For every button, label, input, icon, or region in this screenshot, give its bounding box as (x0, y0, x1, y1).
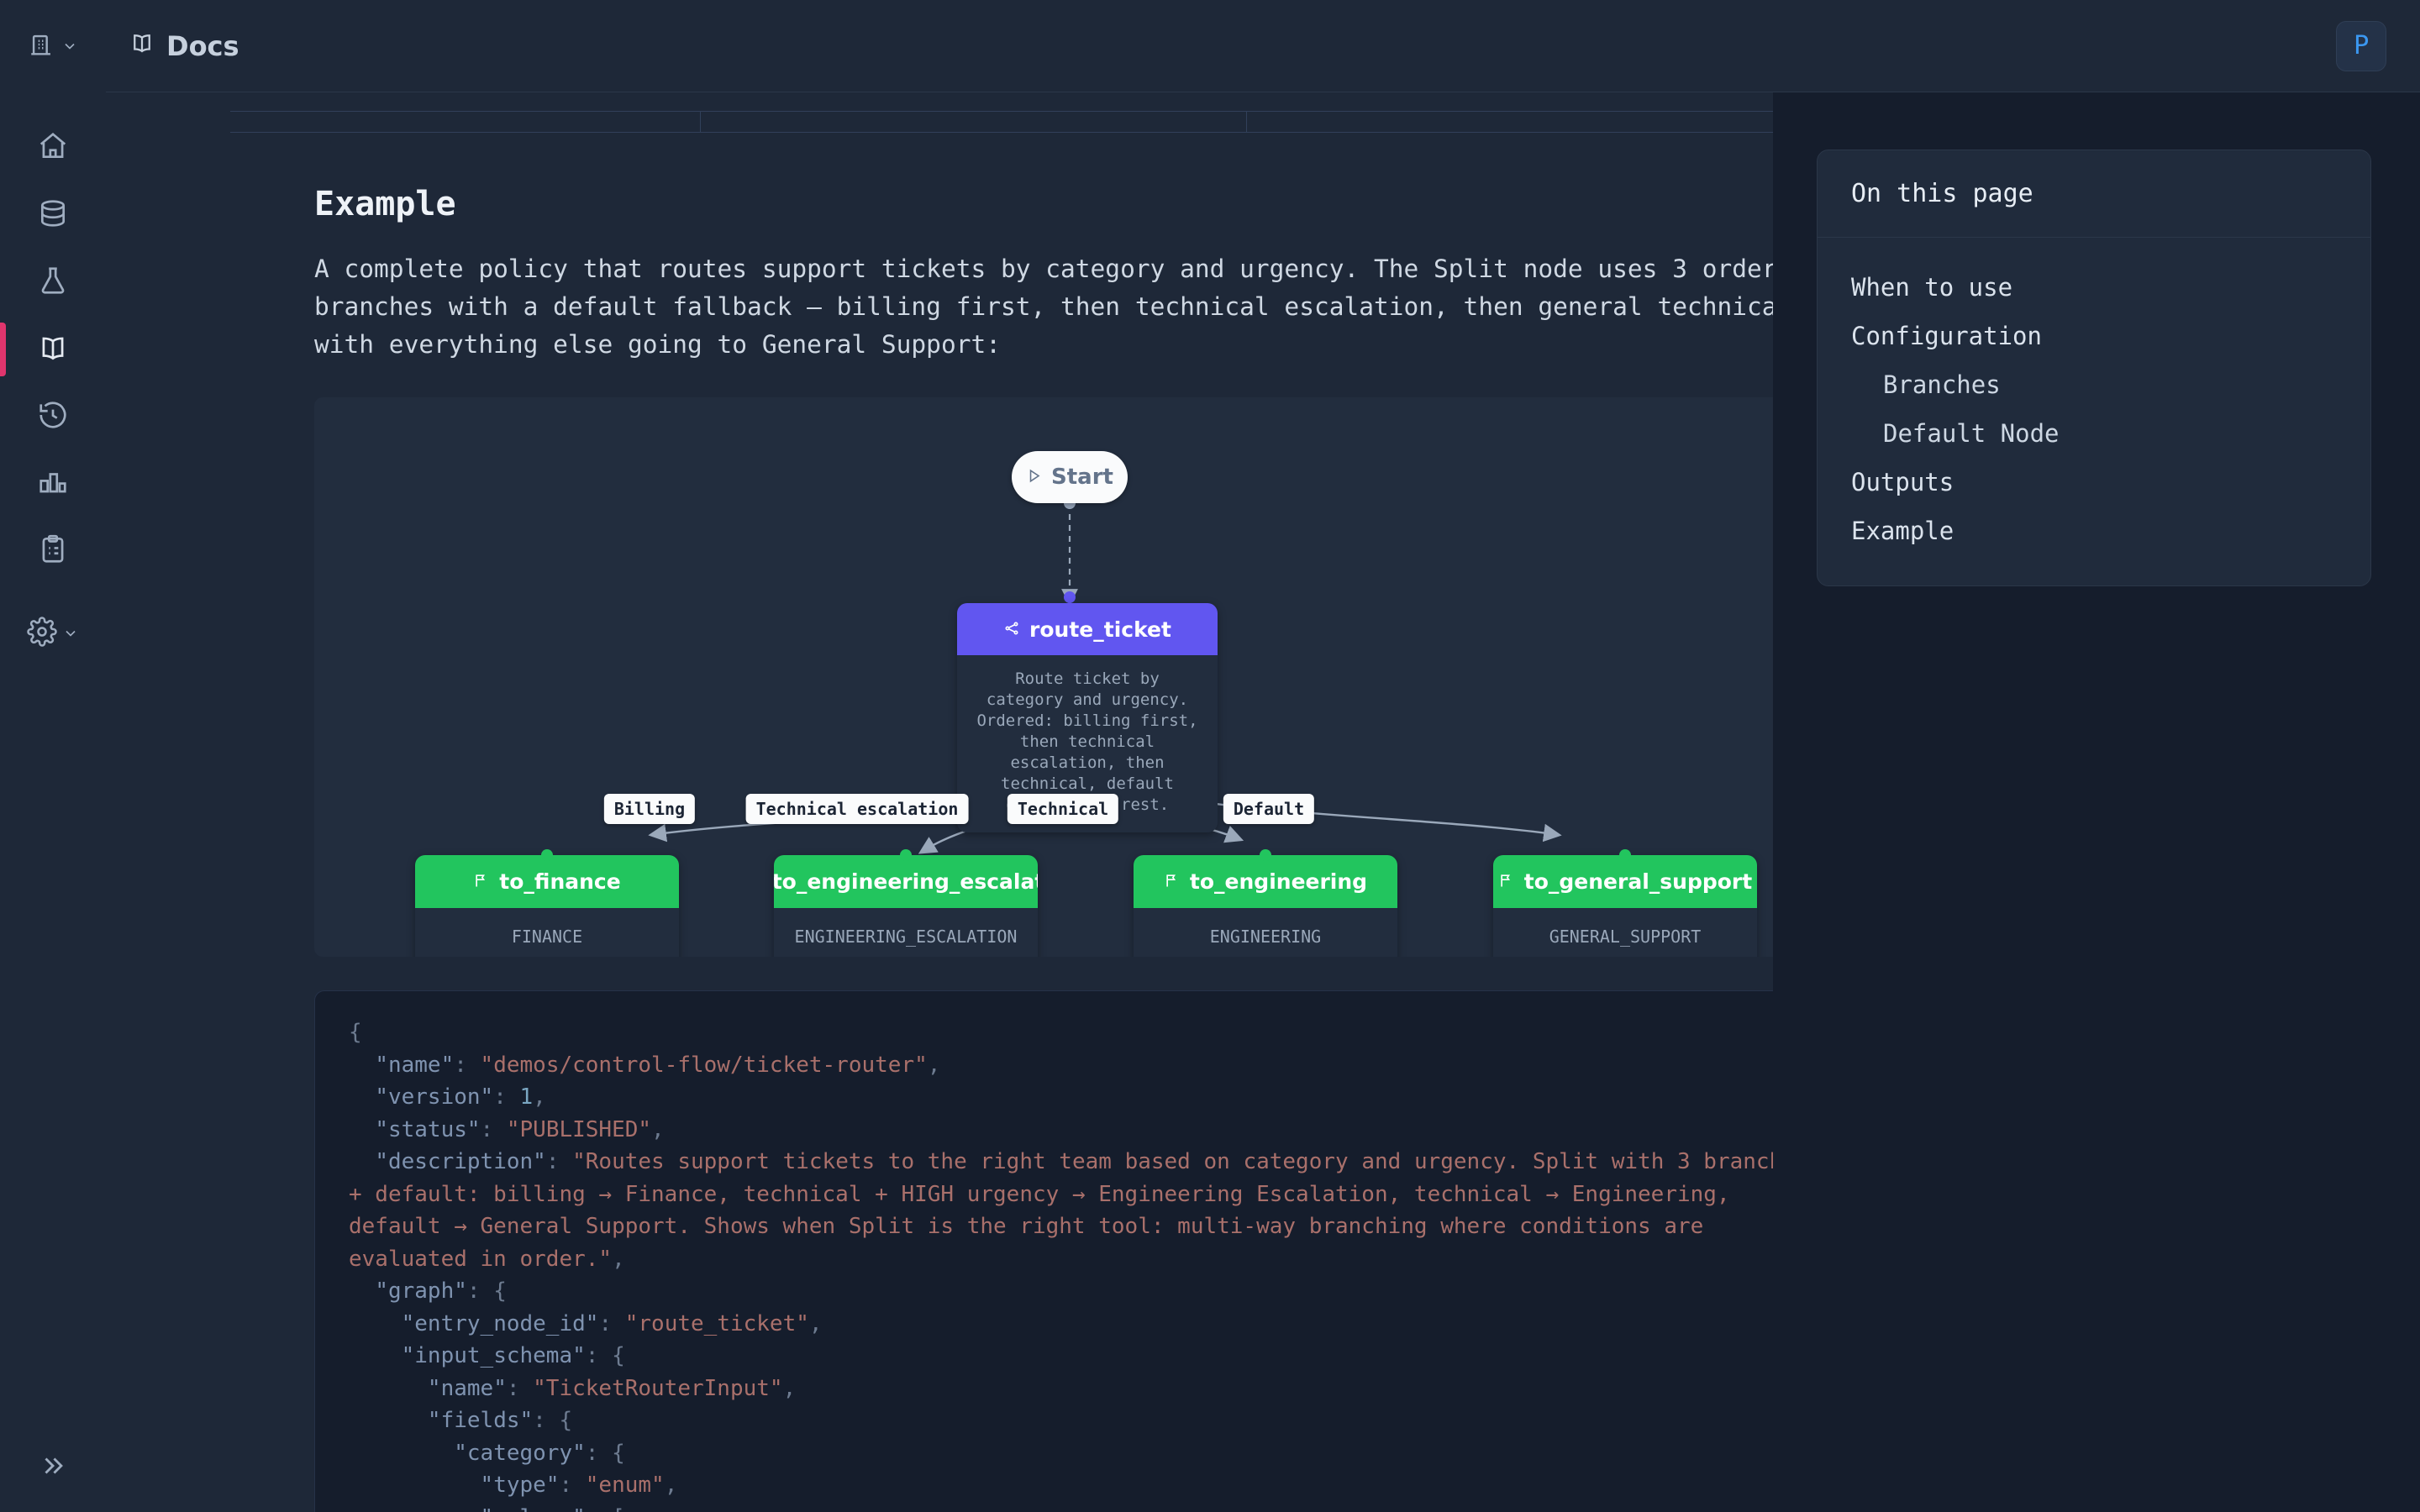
node-to-engineering[interactable]: to_engineering ENGINEERING (1134, 855, 1397, 957)
chevron-down-icon (61, 38, 78, 55)
table-cell (230, 112, 701, 132)
sidebar-item-settings[interactable] (0, 600, 106, 667)
node-to-general-support[interactable]: to_general_support GENERAL_SUPPORT (1493, 855, 1757, 957)
edge-label-default[interactable]: Default (1223, 794, 1315, 824)
edge-label-technical-escalation[interactable]: Technical escalation (745, 794, 969, 824)
node-to-engineering-subtitle: ENGINEERING (1134, 908, 1397, 957)
node-route-ticket-title: route_ticket (1029, 617, 1171, 642)
history-icon (37, 399, 69, 434)
chevron-down-icon (62, 625, 79, 642)
toc-item-branches[interactable]: Branches (1883, 370, 2001, 399)
split-input-port[interactable] (1064, 591, 1076, 603)
node-to-finance-header: to_finance (415, 855, 679, 908)
code-content: { "name": "demos/control-flow/ticket-rou… (349, 1020, 1773, 1512)
sidebar-item-history[interactable] (0, 383, 106, 450)
page-title: Docs (166, 29, 239, 62)
collapse-sidebar-button[interactable] (0, 1452, 106, 1487)
edge-label-technical[interactable]: Technical (1007, 794, 1119, 824)
node-to-engineering-title: to_engineering (1189, 869, 1368, 894)
flask-icon (37, 265, 69, 300)
sidebar-item-data[interactable] (0, 181, 106, 249)
section-paragraph: A complete policy that routes support ti… (314, 255, 1773, 359)
sidebar-item-tasks[interactable] (0, 517, 106, 585)
port-to-finance[interactable] (541, 849, 553, 861)
doc-content: Example A complete policy that routes su… (106, 111, 1773, 1512)
port-to-engineering[interactable] (1260, 849, 1271, 861)
avatar[interactable]: P (2336, 20, 2386, 71)
doc-scroll-area[interactable]: Example A complete policy that routes su… (106, 92, 1773, 1512)
node-to-finance-title: to_finance (499, 869, 621, 894)
node-to-finance-subtitle: FINANCE (415, 908, 679, 957)
node-to-engineering-escalation[interactable]: to_engineering_escalat… ENGINEERING_ESCA… (774, 855, 1038, 957)
node-start[interactable]: Start (1012, 451, 1128, 503)
toc-item-configuration[interactable]: Configuration (1851, 322, 2042, 350)
node-to-general-support-header: to_general_support (1493, 855, 1757, 908)
left-nav-rail (0, 0, 106, 1512)
node-to-general-support-subtitle: GENERAL_SUPPORT (1493, 908, 1757, 957)
sidebar-item-experiments[interactable] (0, 249, 106, 316)
split-icon (1003, 617, 1020, 642)
toc-heading: On this page (1818, 150, 2370, 238)
sidebar-item-home[interactable] (0, 114, 106, 181)
body-row: Example A complete policy that routes su… (106, 92, 2420, 1512)
play-icon (1026, 465, 1042, 490)
node-route-ticket[interactable]: route_ticket Route ticket by category an… (957, 603, 1218, 832)
node-to-general-support-title: to_general_support (1523, 869, 1753, 894)
toc-item-example[interactable]: Example (1851, 517, 1954, 545)
clipboard-icon (37, 533, 69, 569)
book-icon (129, 30, 155, 62)
table-cell (701, 112, 1247, 132)
node-to-engineering-escalation-title: to_engineering_escalat… (774, 869, 1038, 894)
chart-icon (37, 466, 69, 501)
code-block[interactable]: { "name": "demos/control-flow/ticket-rou… (314, 990, 1773, 1512)
sidebar-item-docs[interactable] (0, 316, 106, 383)
section-heading: Example (314, 185, 456, 223)
edge-label-billing[interactable]: Billing (603, 794, 696, 824)
node-start-label: Start (1051, 465, 1113, 490)
database-icon (37, 197, 69, 233)
chevrons-right-icon (39, 1452, 67, 1487)
building-icon (28, 30, 56, 62)
book-icon (37, 332, 69, 367)
org-switcher[interactable] (0, 0, 106, 92)
port-to-engineering-escalation[interactable] (900, 849, 912, 861)
port-to-general-support[interactable] (1619, 849, 1631, 861)
home-icon (37, 130, 69, 165)
main-column: Docs P Example A complete policy that ro… (106, 0, 2420, 1512)
toc-item-outputs[interactable]: Outputs (1851, 468, 1954, 496)
node-route-ticket-header: route_ticket (957, 603, 1218, 655)
page-title-group: Docs (129, 30, 239, 62)
top-bar: Docs P (106, 0, 2420, 92)
node-to-finance[interactable]: to_finance FINANCE (415, 855, 679, 957)
flag-icon (1164, 869, 1181, 894)
node-to-engineering-header: to_engineering (1134, 855, 1397, 908)
table-fragment (230, 111, 1773, 133)
node-to-engineering-escalation-subtitle: ENGINEERING_ESCALATION (774, 908, 1038, 957)
toc-item-when-to-use[interactable]: When to use (1851, 273, 2013, 302)
table-cell (1247, 112, 1773, 132)
sidebar-item-analytics[interactable] (0, 450, 106, 517)
flow-diagram[interactable]: Start route_ticket Route ticket by categ… (314, 397, 1773, 957)
flag-icon (473, 869, 490, 894)
flag-icon (1498, 869, 1515, 894)
node-to-engineering-escalation-header: to_engineering_escalat… (774, 855, 1038, 908)
toc-item-default-node[interactable]: Default Node (1883, 419, 2060, 448)
gear-icon (27, 617, 57, 650)
